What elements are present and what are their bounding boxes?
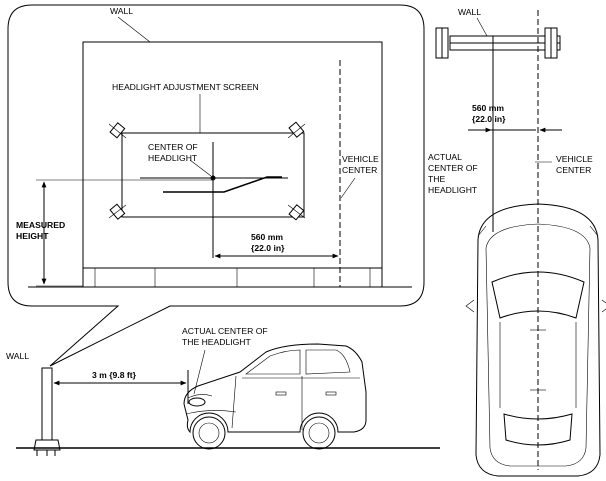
top-view-wall-screen <box>435 17 561 59</box>
wall-bottom-label: WALL <box>6 351 29 361</box>
vehicle-center-top-label: VEHICLE CENTER <box>556 154 595 175</box>
headlight-adjustment-screen <box>108 121 306 221</box>
screen-stand-bottom-left <box>108 203 127 220</box>
wall-inset-label: WALL <box>110 6 133 16</box>
inset-floor <box>28 268 412 288</box>
measured-height-label: MEASURED HEIGHT <box>16 220 68 241</box>
inset-560mm-label: 560 mm {22.0 in} <box>251 232 285 253</box>
inset-callout <box>7 4 425 367</box>
screen-label: HEADLIGHT ADJUSTMENT SCREEN <box>112 82 259 92</box>
screen-stand-top-left <box>108 122 127 139</box>
actual-center-side-label: ACTUAL CENTER OF THE HEADLIGHT <box>182 326 270 347</box>
screen-stand-bottom-right <box>287 204 306 221</box>
measured-height-dimension <box>36 179 213 287</box>
actual-center-top-label: ACTUAL CENTER OF THE HEADLIGHT <box>428 152 480 195</box>
distance-dimension <box>53 370 189 404</box>
wall-inset-leader <box>117 16 151 43</box>
car-side-view <box>183 343 367 450</box>
beam-cutoff-pattern <box>140 142 288 258</box>
center-of-headlight-label: CENTER OF HEADLIGHT <box>148 142 200 163</box>
top-560mm-label: 560 mm {22.0 in} <box>472 103 506 124</box>
distance-label: 3 m {9.8 ft} <box>92 370 137 380</box>
vehicle-center-inset-leader <box>340 177 356 199</box>
side-view-wall-post <box>33 367 61 456</box>
screen-stand-top-right <box>287 121 306 139</box>
inset-wall-panel <box>82 41 383 287</box>
vehicle-center-inset-label: VEHICLE CENTER <box>342 154 381 175</box>
car-top-view <box>465 203 606 477</box>
headlight-center-dot <box>210 175 216 181</box>
wall-top-label: WALL <box>458 7 481 17</box>
